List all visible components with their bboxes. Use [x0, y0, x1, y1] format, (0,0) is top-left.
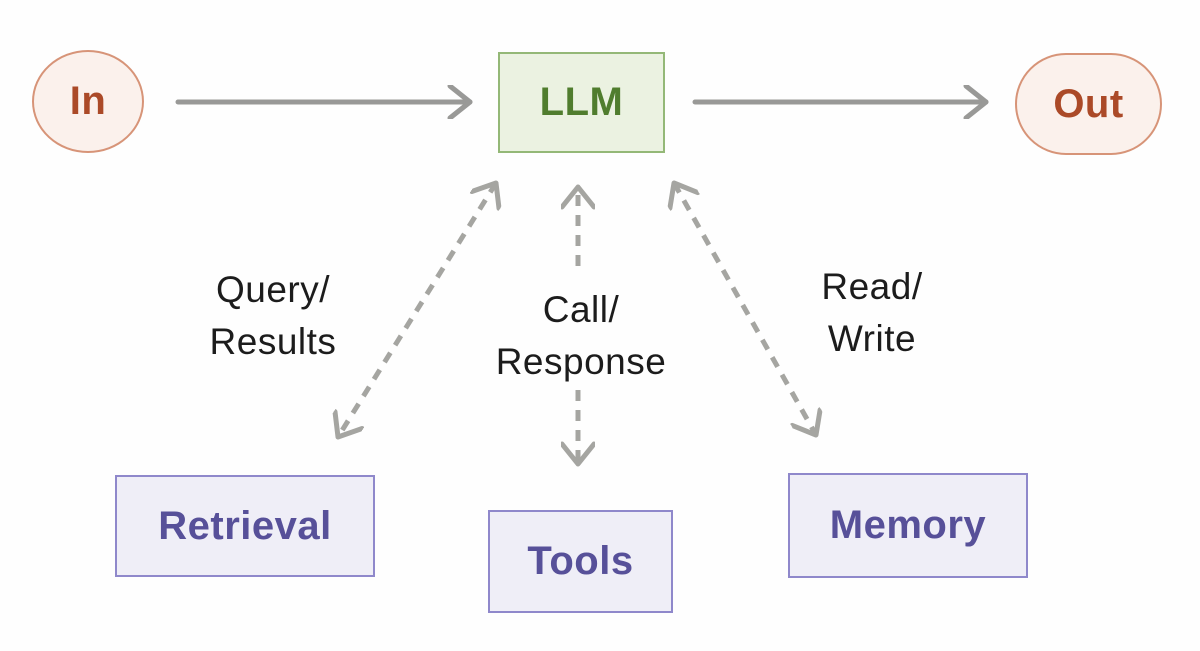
arrow-llm-retrieval — [338, 183, 496, 437]
edge-label-line: Read/ — [821, 266, 923, 307]
node-memory: Memory — [788, 473, 1028, 578]
edge-label-call-response: Call/ Response — [496, 284, 667, 388]
node-in-label: In — [69, 79, 107, 123]
node-retrieval: Retrieval — [115, 475, 375, 577]
edge-label-line: Call/ — [542, 289, 620, 330]
edge-label-line: Response — [495, 341, 667, 382]
edge-label-line: Results — [209, 321, 337, 362]
edge-label-query-results: Query/ Results — [210, 264, 337, 368]
node-retrieval-label: Retrieval — [158, 503, 332, 548]
node-llm-label: LLM — [539, 80, 624, 124]
node-memory-label: Memory — [829, 503, 987, 547]
edge-label-read-write: Read/ Write — [821, 261, 922, 365]
node-llm: LLM — [498, 52, 665, 153]
node-in: In — [32, 50, 144, 153]
node-tools-label: Tools — [527, 539, 634, 583]
node-out: Out — [1015, 53, 1162, 155]
edge-label-line: Write — [827, 318, 917, 359]
edge-label-line: Query/ — [215, 269, 331, 310]
arrow-llm-memory — [674, 183, 816, 435]
node-out-label: Out — [1053, 81, 1124, 126]
node-tools: Tools — [488, 510, 673, 613]
